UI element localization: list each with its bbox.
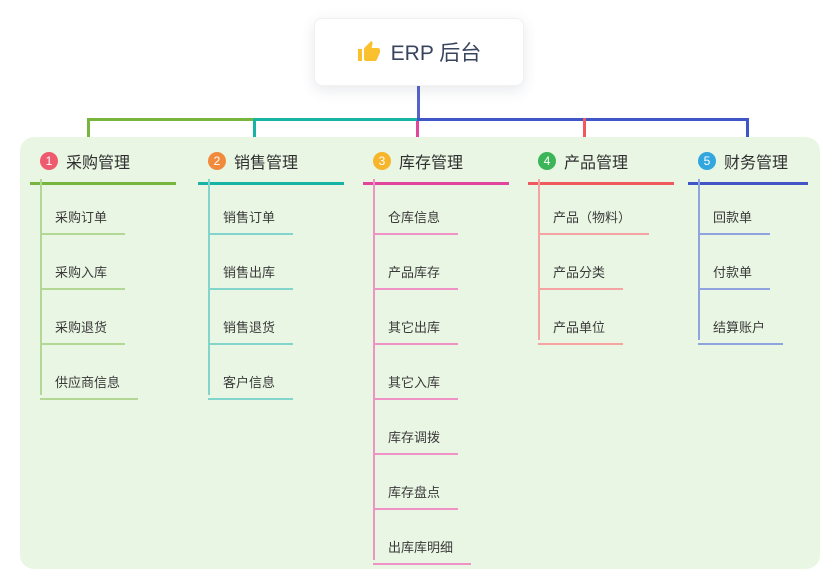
branch-inventory-management[interactable]: 3 库存管理	[363, 149, 509, 185]
node-other-outbound[interactable]: 其它出库	[373, 311, 459, 345]
branch-sales-label: 销售管理	[234, 155, 299, 172]
connector-bus-green	[87, 118, 254, 121]
connector-drop-product	[583, 118, 586, 150]
node-other-inbound[interactable]: 其它入库	[373, 366, 459, 400]
node-settlement-account[interactable]: 结算账户	[698, 311, 784, 345]
node-sales-order[interactable]: 销售订单	[208, 201, 294, 235]
connector-drop-finance	[746, 118, 749, 150]
node-product-category[interactable]: 产品分类	[538, 256, 624, 290]
root-node-label: ERP 后台	[390, 42, 482, 65]
connector-bus-teal	[253, 118, 418, 121]
branch-purchase-child-line	[40, 179, 42, 395]
node-sales-outbound[interactable]: 销售出库	[208, 256, 294, 290]
branch-inventory-child-line	[373, 179, 375, 560]
node-payment-doc[interactable]: 付款单	[698, 256, 771, 290]
branch-purchase-label: 采购管理	[66, 155, 131, 172]
node-warehouse-info[interactable]: 仓库信息	[373, 201, 459, 235]
node-product-stock[interactable]: 产品库存	[373, 256, 459, 290]
node-purchase-order[interactable]: 采购订单	[40, 201, 126, 235]
branch-product-label: 产品管理	[564, 155, 629, 172]
badge-1: 1	[40, 152, 58, 170]
node-product-material[interactable]: 产品（物料）	[538, 201, 650, 235]
node-receipt-doc[interactable]: 回款单	[698, 201, 771, 235]
node-stock-transfer[interactable]: 库存调拨	[373, 421, 459, 455]
badge-5: 5	[698, 152, 716, 170]
connector-drop-sales	[253, 118, 256, 150]
node-sales-return[interactable]: 销售退货	[208, 311, 294, 345]
badge-2: 2	[208, 152, 226, 170]
root-node-erp-backend[interactable]: ERP 后台	[314, 18, 524, 86]
node-purchase-inbound[interactable]: 采购入库	[40, 256, 126, 290]
branch-product-child-line	[538, 179, 540, 340]
branch-sales-child-line	[208, 179, 210, 395]
node-purchase-return[interactable]: 采购退货	[40, 311, 126, 345]
node-stock-taking[interactable]: 库存盘点	[373, 476, 459, 510]
connector-drop-purchase	[87, 118, 90, 150]
branch-finance-child-line	[698, 179, 700, 340]
branch-inventory-label: 库存管理	[399, 155, 464, 172]
branches-panel	[20, 137, 820, 569]
badge-3: 3	[373, 152, 391, 170]
branch-finance-label: 财务管理	[724, 155, 789, 172]
connector-drop-inventory	[416, 121, 419, 152]
thumbs-up-icon	[357, 40, 381, 64]
branch-sales-management[interactable]: 2 销售管理	[198, 149, 344, 185]
branch-product-management[interactable]: 4 产品管理	[528, 149, 674, 185]
node-supplier-info[interactable]: 供应商信息	[40, 366, 139, 400]
connector-trunk	[417, 84, 420, 121]
node-customer-info[interactable]: 客户信息	[208, 366, 294, 400]
branch-finance-management[interactable]: 5 财务管理	[688, 149, 808, 185]
branch-purchase-management[interactable]: 1 采购管理	[30, 149, 176, 185]
badge-4: 4	[538, 152, 556, 170]
node-outbound-detail[interactable]: 出库库明细	[373, 531, 472, 565]
node-product-unit[interactable]: 产品单位	[538, 311, 624, 345]
